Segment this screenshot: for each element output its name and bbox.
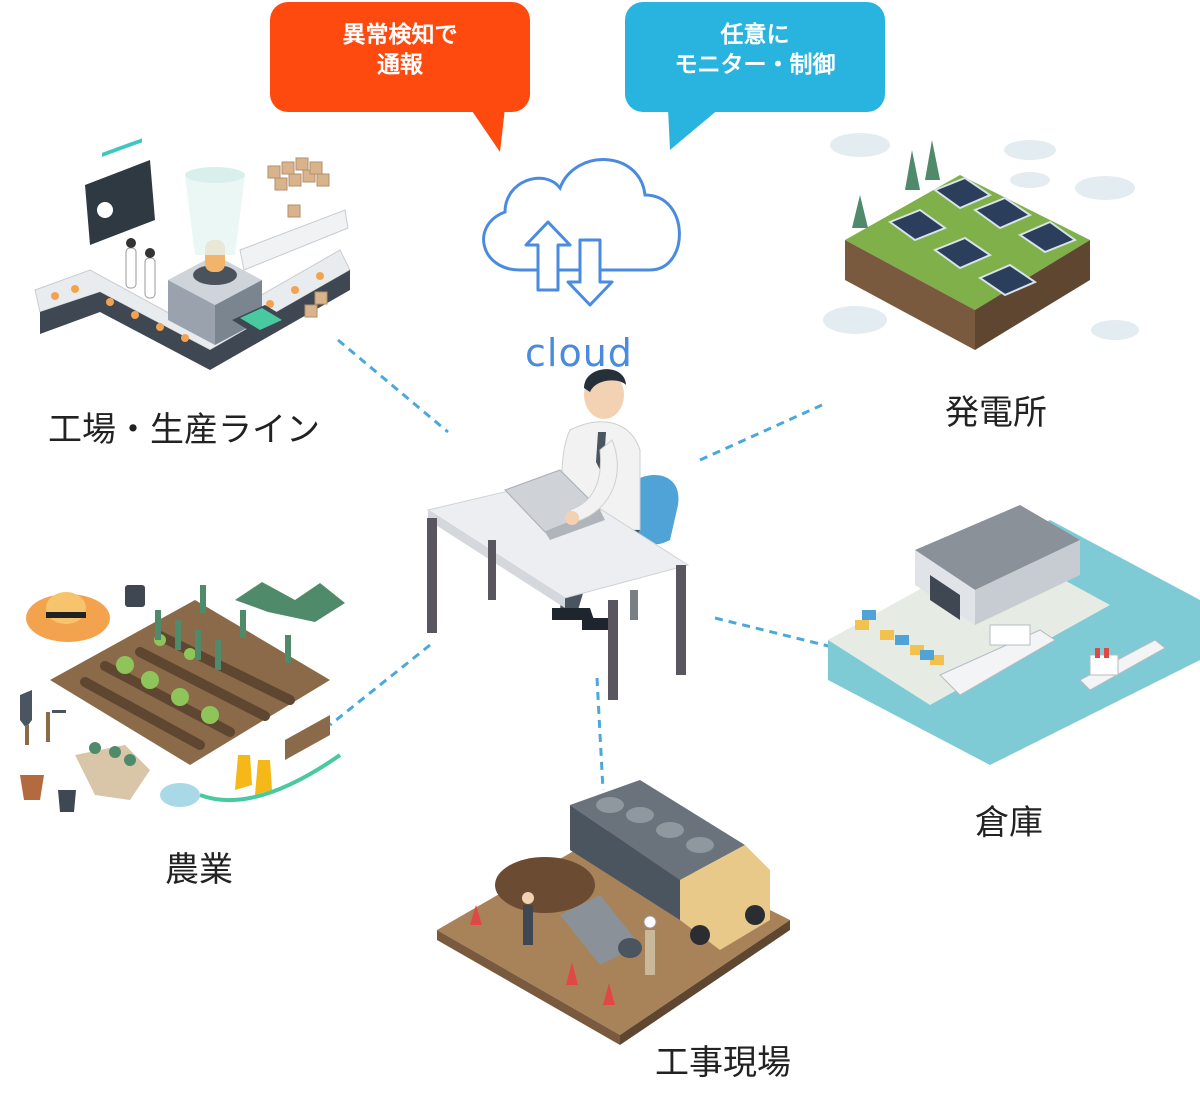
construction-label: 工事現場 [655, 1043, 791, 1083]
monitor-bubble-line2: モニター・制御 [674, 52, 836, 78]
factory-illustration [34, 138, 351, 370]
factory-label: 工場・生産ライン [48, 410, 320, 450]
monitor-bubble-text: 任意に モニター・制御 [625, 20, 885, 80]
alert-bubble-line1: 異常検知で [342, 22, 458, 48]
warehouse-illustration [828, 505, 1200, 765]
agriculture-label: 農業 [165, 850, 233, 890]
power-plant-illustration [823, 133, 1139, 350]
monitor-bubble-line1: 任意に [720, 22, 790, 48]
cloud-label: cloud [525, 331, 633, 375]
power-plant-label: 発電所 [945, 393, 1047, 433]
cloud-icon [482, 158, 681, 272]
alert-bubble-line2: 通報 [377, 52, 423, 78]
construction-illustration [437, 780, 790, 1045]
alert-bubble [270, 2, 530, 152]
operator-at-desk-illustration [426, 369, 690, 700]
monitor-bubble [625, 2, 885, 150]
warehouse-label: 倉庫 [975, 803, 1043, 843]
agriculture-illustration [20, 582, 345, 812]
sync-arrows-icon [524, 220, 614, 307]
alert-bubble-text: 異常検知で 通報 [270, 20, 530, 80]
